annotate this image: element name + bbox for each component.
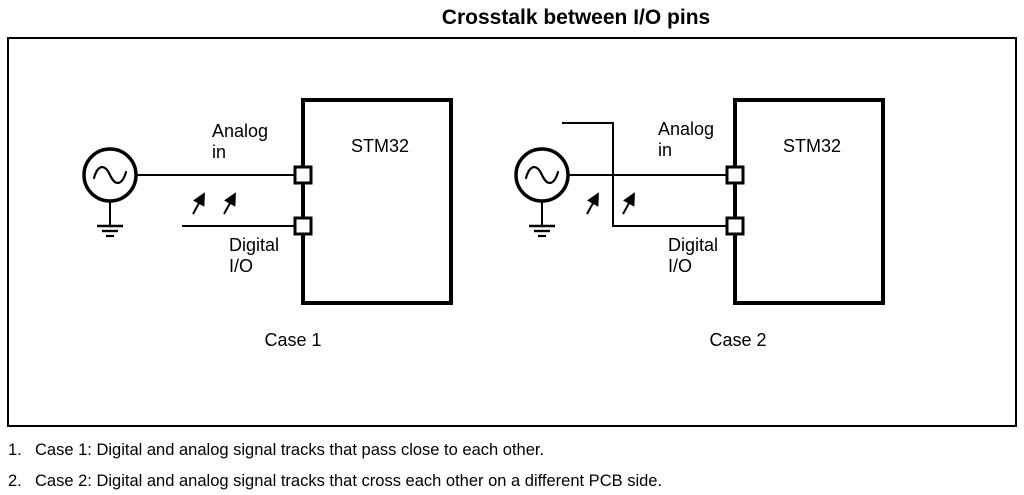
analog-pin [293,165,313,185]
digital-pin [725,216,745,236]
chip-label: STM32 [783,136,841,156]
ground-icon [529,201,555,238]
stm32-box [301,98,453,305]
note-1-text: Case 1: Digital and analog signal tracks… [35,441,545,459]
crosstalk-arrows-icon [192,192,236,215]
analog-label-line2: in [212,142,226,162]
digital-label-line1: Digital [229,235,279,255]
note-2-number: 2. [8,472,22,490]
note-1: 1. Case 1: Digital and analog signal trac… [8,441,544,460]
digital-label-line2: I/O [668,256,692,276]
case1-caption: Case 1 [264,330,321,350]
note-2-text: Case 2: Digital and analog signal tracks… [35,472,663,490]
sine-source-icon [82,147,138,203]
digital-wire-crossing [562,122,727,227]
figure-title: Crosstalk between I/O pins [441,6,711,29]
note-1-number: 1. [8,441,22,459]
chip-label: STM32 [351,136,409,156]
ground-icon [97,201,123,238]
analog-label-line1: Analog [658,119,714,139]
digital-label-line1: Digital [668,235,718,255]
case2-caption: Case 2 [709,330,766,350]
figure-frame [7,37,1017,427]
analog-label-line1: Analog [212,121,268,141]
crosstalk-arrows-icon [586,192,635,215]
analog-label-line2: in [658,140,672,160]
case2-diagram: STM32 Analog in Digital I/O Case 2 [514,98,885,350]
digital-pin [293,216,313,236]
stm32-box [733,98,885,305]
case1-diagram: STM32 Analog in Digital I/O Case 1 [82,98,453,350]
sine-source-icon [514,147,570,203]
analog-pin [725,165,745,185]
digital-label-line2: I/O [229,256,253,276]
note-2: 2. Case 2: Digital and analog signal trac… [8,472,662,491]
